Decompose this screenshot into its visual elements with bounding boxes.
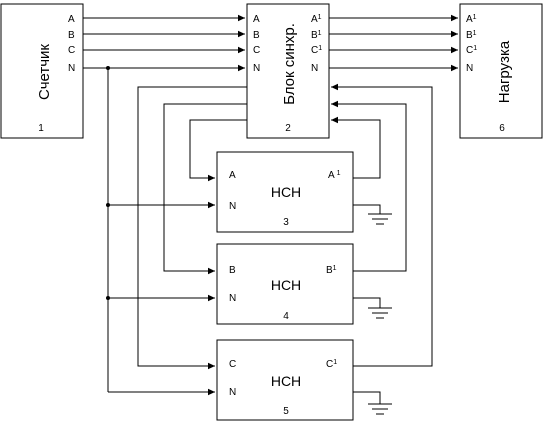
nsn-3-title: НСН [271,184,301,200]
nsn-5-in-label: C [229,359,236,370]
nsn-5-number: 5 [283,406,289,417]
nsn-3-in-label: A [229,170,236,181]
load-in-n: N [466,63,473,74]
ground-icon-nsn-4 [353,297,392,319]
meter-terminal-a: A [68,14,75,25]
ground-icon-nsn-3 [353,204,392,225]
meter-title: Счетчик [36,44,53,100]
load-in-a1: A1 [466,14,477,25]
nsn-3-n-label: N [229,201,236,212]
sync-out-b1: B1 [311,30,322,41]
wires-sync-to-nsn [137,86,247,370]
wires-sync-to-load [329,14,458,72]
load-title: Нагрузка [496,40,513,103]
sync-block: Блок синхр. 2 A B C N A1 B1 C1 N [246,3,330,139]
nsn-5-out-label: C1 [326,359,337,370]
nsn-4-out-label: B1 [326,265,337,276]
meter-block: Счетчик 1 A B C N [0,3,84,139]
sync-in-a: A [253,14,260,25]
meter-terminal-c: C [68,45,75,56]
nsn-block-4: B N НСН B1 4 [216,243,354,325]
meter-terminal-n: N [68,63,75,74]
sync-out-n: N [311,63,318,74]
sync-out-c1: C1 [311,45,322,56]
sync-out-a1: A1 [311,14,322,25]
sync-in-c: C [253,45,260,56]
load-in-c1: C1 [466,45,477,56]
nsn-4-n-label: N [229,293,236,304]
sync-in-b: B [253,30,260,41]
load-number: 6 [499,123,505,134]
meter-terminal-b: B [68,30,75,41]
nsn-4-in-label: B [229,265,236,276]
load-in-b1: B1 [466,30,477,41]
wires-nsn-to-sync [331,83,433,367]
load-block: Нагрузка 6 A1 B1 C1 N [459,3,543,139]
ground-icon-nsn-5 [353,391,392,415]
meter-number: 1 [38,123,44,134]
nsn-4-title: НСН [271,277,301,293]
nsn-3-number: 3 [283,217,289,228]
sync-in-n: N [253,63,260,74]
nsn-block-5: C N НСН C1 5 [216,339,354,421]
wires-meter-to-sync [83,14,245,72]
nsn-5-title: НСН [271,373,301,389]
nsn-5-n-label: N [229,387,236,398]
nsn-4-number: 4 [283,311,289,322]
neutral-bus [106,66,215,396]
sync-number: 2 [285,123,291,134]
sync-title: Блок синхр. [281,23,298,105]
